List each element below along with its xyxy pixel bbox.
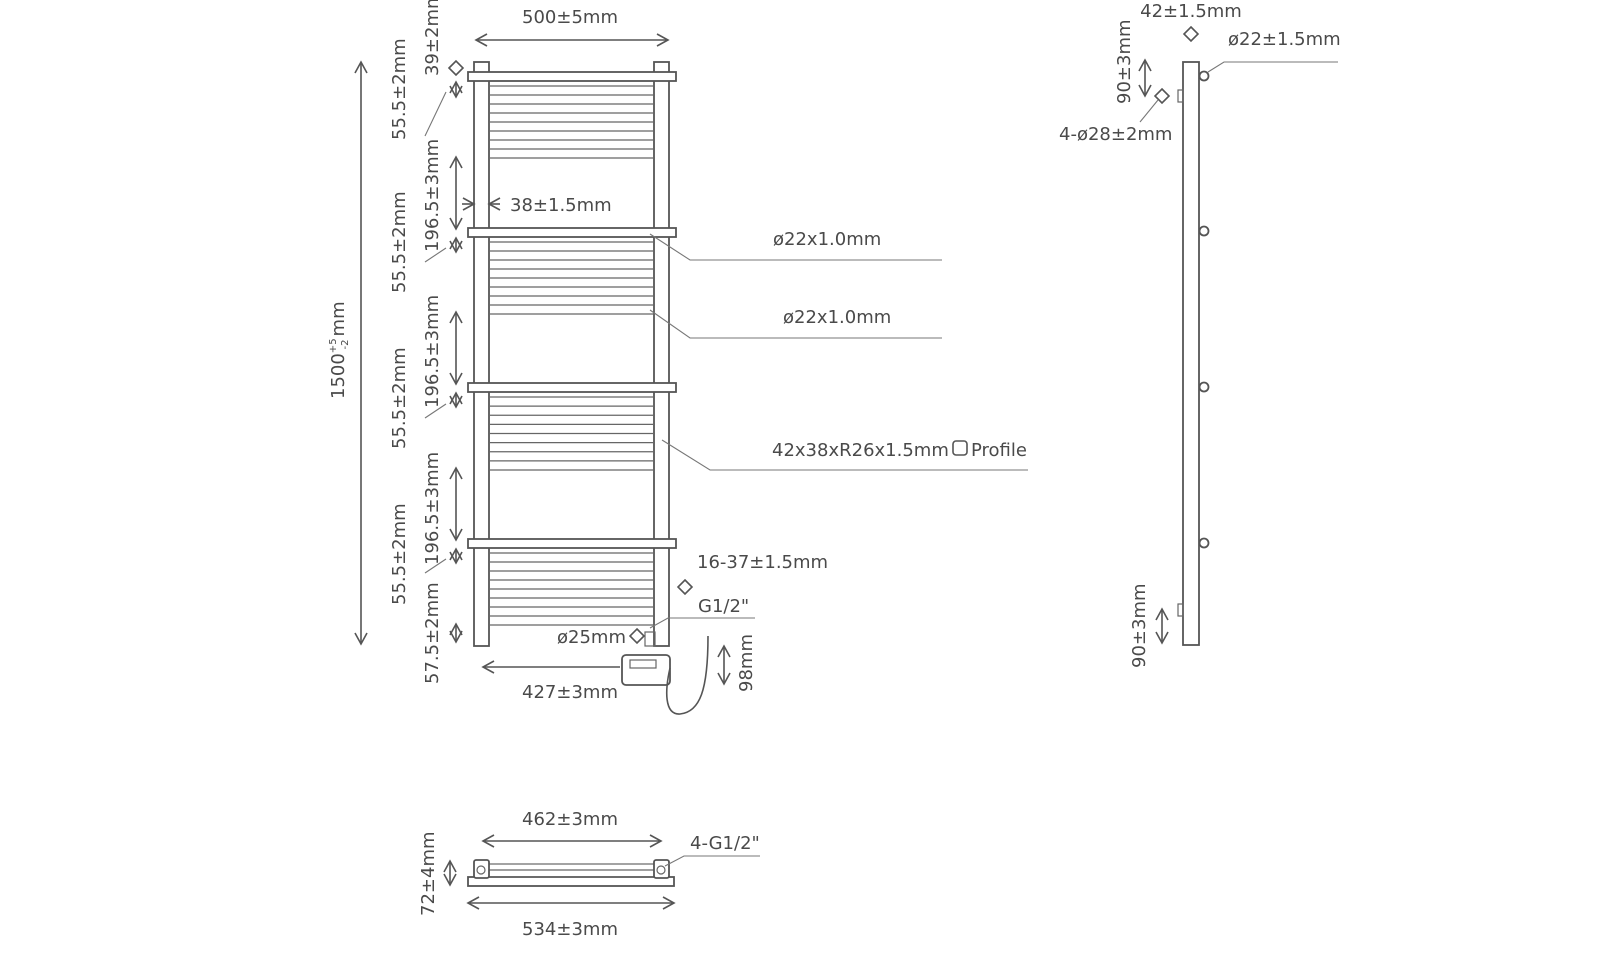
bars-callout: 16-37±1.5mm (697, 552, 828, 573)
right-rail (653, 61, 670, 647)
callouts: ø22x1.0mm ø22x1.0mm 42x38xR26x1.5mm Prof… (557, 229, 1028, 648)
side-rail (1182, 61, 1200, 646)
bottom-gap-label: 57.5±2mm (422, 582, 443, 684)
bar-gap-label: 38±1.5mm (510, 195, 612, 216)
depth-diamond-symbol (1182, 25, 1200, 43)
bar-group-label-4: 55.5±2mm (389, 503, 410, 605)
height-unit: mm (328, 301, 349, 336)
element-height-label: 98mm (736, 634, 757, 692)
side-pipe-label: ø22±1.5mm (1228, 29, 1341, 50)
valve-callout: ø25mm (557, 627, 626, 648)
bottom-threads-label: 4-G1/2" (690, 833, 760, 854)
heating-element (621, 631, 709, 715)
side-bottom-offset-label: 90±3mm (1129, 583, 1150, 668)
bottom-view: 462±3mm 72±4mm 4-G1/2" 534±3mm (418, 809, 760, 940)
height-tolerance-upper: +5 (328, 338, 339, 353)
left-rail (473, 61, 490, 647)
tube-callout-1: ø22x1.0mm (773, 229, 881, 250)
bottom-overall-label: 534±3mm (522, 919, 618, 940)
profile-symbol (952, 440, 968, 456)
profile-callout: 42x38xR26x1.5mm (772, 440, 949, 461)
bar-group-label-2: 55.5±2mm (389, 191, 410, 293)
tube-callout-2: ø22x1.0mm (783, 307, 891, 328)
top-gap-label: 39±2mm (422, 0, 443, 76)
spacing-label-3: 196.5±3mm (422, 452, 443, 565)
bottom-centers-label: 462±3mm (522, 809, 618, 830)
diamond-symbol (447, 59, 465, 77)
side-view: 42±1.5mm ø22±1.5mm 90±3mm 4-ø28±2mm 90±3… (1059, 1, 1341, 668)
bars-diamond-symbol (676, 578, 694, 596)
tube-bars (489, 85, 654, 626)
side-brackets-label: 4-ø28±2mm (1059, 124, 1172, 145)
height-tolerance-lower: -2 (340, 339, 351, 349)
vertical-dims (424, 59, 465, 644)
bar-group-label-1: 55.5±2mm (389, 38, 410, 140)
thread-callout: G1/2" (698, 596, 749, 617)
center-label: 427±3mm (522, 682, 618, 703)
bracket-diamond-symbol (1153, 87, 1171, 105)
side-top-offset-label: 90±3mm (1114, 19, 1135, 104)
side-depth-label: 42±1.5mm (1140, 1, 1242, 22)
valve-diamond-symbol (628, 627, 646, 645)
front-view: 500±5mm 1500+5-2 mm 39±2mm 55.5±2mm 55.5±… (328, 0, 757, 715)
height-label: 1500+5-2 mm (328, 301, 351, 399)
bottom-depth-label: 72±4mm (418, 831, 439, 916)
bottom-bar (467, 876, 675, 887)
spacing-label-1: 196.5±3mm (422, 139, 443, 252)
bar-group-label-3: 55.5±2mm (389, 347, 410, 449)
spacing-label-2: 196.5±3mm (422, 295, 443, 408)
flat-bars (467, 71, 677, 549)
profile-word: Profile (971, 440, 1027, 461)
height-value: 1500 (328, 353, 349, 399)
width-label: 500±5mm (522, 7, 618, 28)
